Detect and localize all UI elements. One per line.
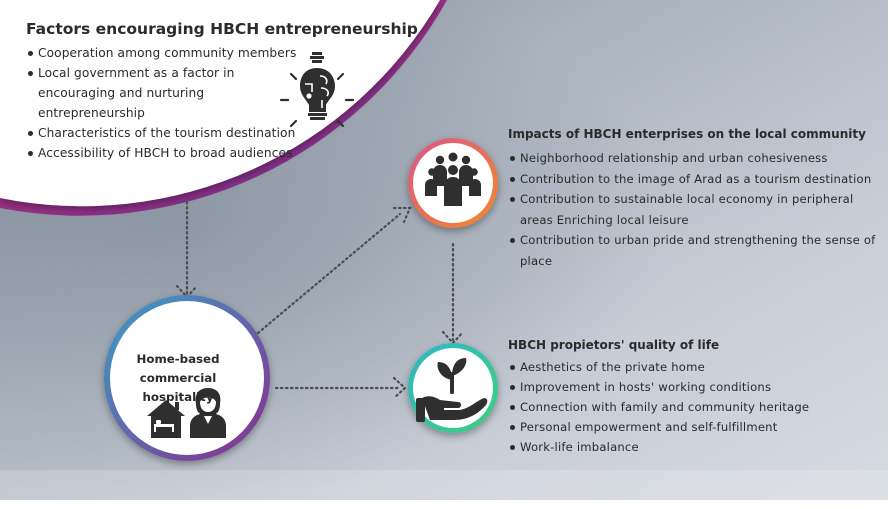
arrowhead-impacts xyxy=(392,206,412,224)
connector-center-to-impacts xyxy=(256,212,402,335)
factors-title: Factors encouraging HBCH entrepreneurshi… xyxy=(26,20,418,38)
list-item: Local government as a factor in encourag… xyxy=(26,63,253,123)
list-item: Cooperation among community members xyxy=(26,43,316,63)
list-item: Work-life imbalance xyxy=(508,437,883,457)
list-item: Contribution to urban pride and strength… xyxy=(508,230,883,271)
crowd-icon xyxy=(425,152,481,206)
list-item: Neighborhood relationship and urban cohe… xyxy=(508,148,883,169)
list-item: Personal empowerment and self-fulfillmen… xyxy=(508,417,883,437)
house-host-icon xyxy=(147,388,226,438)
list-item: Aesthetics of the private home xyxy=(508,357,883,377)
impacts-title: Impacts of HBCH enterprises on the local… xyxy=(508,127,866,141)
lightbulb-brain-icon xyxy=(279,52,355,128)
quality-title: HBCH propietors' quality of life xyxy=(508,338,720,352)
hand-sprout-icon xyxy=(416,358,488,422)
list-item: Contribution to sustainable local econom… xyxy=(508,189,865,230)
factors-circle xyxy=(0,0,440,207)
arrowhead-right-quality xyxy=(392,376,407,400)
center-circle xyxy=(110,301,264,455)
center-label: Home-based commercial hospitality xyxy=(136,352,220,404)
connectors xyxy=(185,200,455,390)
quality-list: Aesthetics of the private home Improveme… xyxy=(508,357,883,457)
factors-list: Cooperation among community members Loca… xyxy=(26,43,316,163)
list-item: Contribution to the image of Arad as a t… xyxy=(508,169,883,190)
list-item: Accessibility of HBCH to broad audiences xyxy=(26,143,316,163)
list-item: Characteristics of the tourism destinati… xyxy=(26,123,316,143)
impacts-list: Neighborhood relationship and urban cohe… xyxy=(508,148,883,271)
list-item: Connection with family and community her… xyxy=(508,397,883,417)
list-item: Improvement in hosts' working conditions xyxy=(508,377,883,397)
